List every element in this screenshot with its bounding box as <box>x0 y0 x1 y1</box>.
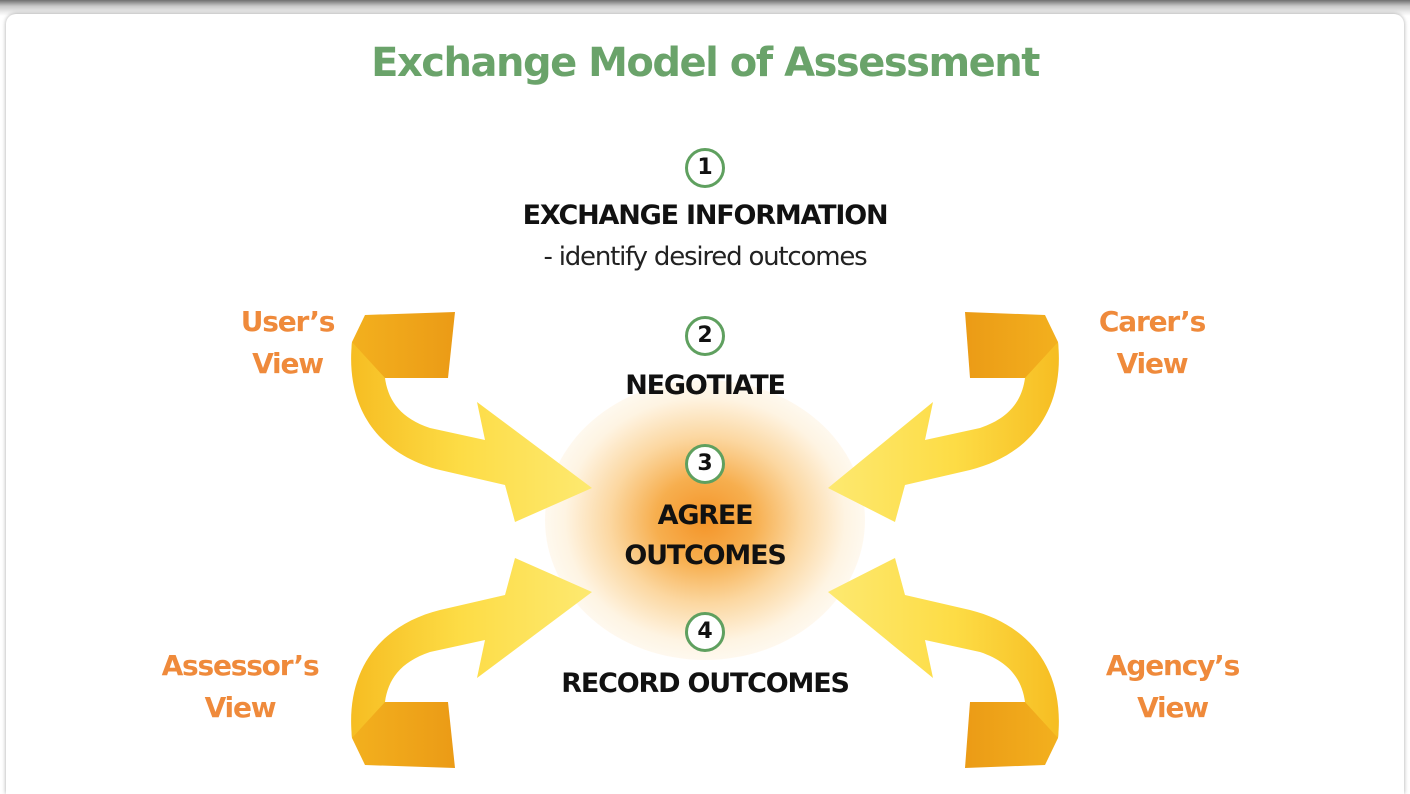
carers-view-arrow <box>828 312 1059 522</box>
step-1-sublabel: - identify desired outcomes <box>543 242 867 272</box>
carers-arrow-tail <box>965 312 1059 378</box>
diagram-title: Exchange Model of Assessment <box>371 40 1040 86</box>
users-view-line2: View <box>252 347 324 380</box>
assessors-view-label: Assessor’s View <box>140 645 340 729</box>
carers-view-label: Carer’s View <box>1062 301 1242 385</box>
agencys-view-line2: View <box>1137 691 1209 724</box>
arrows-layer <box>351 312 1059 768</box>
step-2-label: NEGOTIATE <box>625 370 786 401</box>
exchange-model-diagram: Exchange Model of Assessment <box>6 14 1404 794</box>
assessors-view-line2: View <box>204 691 277 724</box>
step-1-number: 1 <box>685 148 725 188</box>
users-arrow-tail <box>351 312 455 378</box>
assessors-arrow-body <box>351 558 592 738</box>
step-3-label-line1: AGREE <box>657 500 754 531</box>
agencys-view-arrow <box>828 558 1059 768</box>
agencys-view-label: Agency’s View <box>1080 645 1265 729</box>
step-4-label: RECORD OUTCOMES <box>561 668 850 699</box>
step-3-number: 3 <box>685 444 725 484</box>
carers-view-line1: Carer’s <box>1098 305 1206 338</box>
carers-view-line2: View <box>1116 347 1189 380</box>
users-arrow-body <box>351 342 592 522</box>
carers-arrow-body <box>828 342 1059 522</box>
users-view-label: User’s View <box>200 301 375 385</box>
users-view-arrow <box>351 312 592 522</box>
agencys-view-line1: Agency’s <box>1105 649 1240 682</box>
agencys-arrow-tail <box>965 702 1059 768</box>
agencys-arrow-body <box>828 558 1059 738</box>
step-2-number: 2 <box>685 316 725 356</box>
step-4-number: 4 <box>685 612 725 652</box>
assessors-arrow-tail <box>351 702 455 768</box>
assessors-view-line1: Assessor’s <box>161 649 320 682</box>
assessors-view-arrow <box>351 558 592 768</box>
step-3-label-line2: OUTCOMES <box>624 540 786 571</box>
diagram-card: Exchange Model of Assessment <box>6 14 1404 794</box>
step-1-label: EXCHANGE INFORMATION <box>522 200 889 231</box>
users-view-line1: User’s <box>240 305 336 338</box>
